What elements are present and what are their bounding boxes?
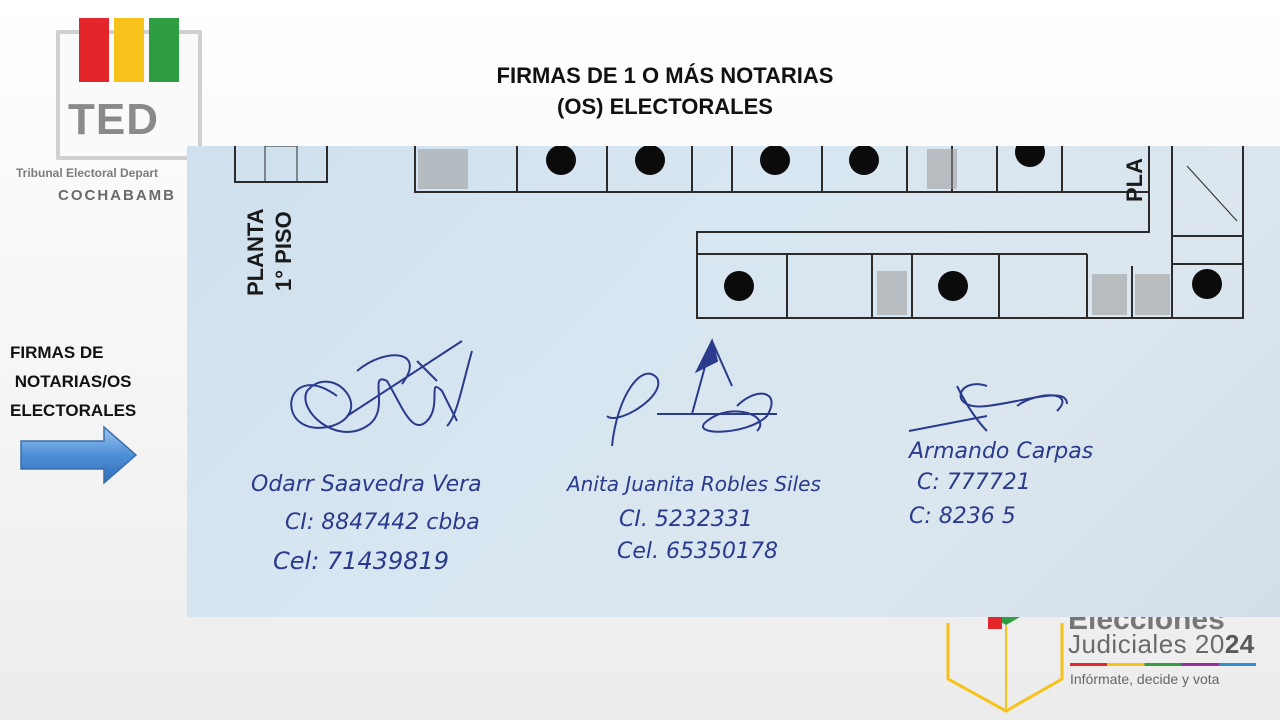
badge-slogan: Infórmate, decide y vota — [1070, 671, 1220, 687]
signature-1-cel: Cel: 71439819 — [273, 547, 449, 575]
slide-title-line2: (OS) ELECTORALES — [557, 94, 773, 119]
slide-title: FIRMAS DE 1 O MÁS NOTARIAS (OS) ELECTORA… — [380, 60, 950, 122]
ballot-box-icon — [946, 617, 1064, 713]
ted-logo: TED Tribunal Electoral Depart COCHABAMB — [12, 14, 212, 214]
floor-label-right: PLA — [1122, 158, 1147, 202]
badge-title-plain: Judiciales 20 — [1068, 629, 1225, 659]
logo-org-name: Tribunal Electoral Depart — [16, 166, 159, 180]
signature-2-cel: Cel. 65350178 — [617, 539, 778, 564]
logo-red-bar — [79, 18, 109, 82]
floor-label-planta: PLANTA — [243, 208, 268, 296]
right-arrow-icon — [20, 425, 138, 485]
signature-3-cel: C: 8236 5 — [909, 504, 1016, 529]
logo-wordmark: TED — [68, 95, 159, 144]
floor-label-piso: 1° PISO — [271, 211, 296, 291]
signature-2-ci: CI. 5232331 — [619, 507, 753, 532]
signature-3-name: Armando Carpas — [907, 439, 1093, 464]
slide-title-line1: FIRMAS DE 1 O MÁS NOTARIAS — [496, 63, 834, 88]
signature-1-name: Odarr Saavedra Vera — [251, 472, 482, 497]
elecciones-badge: Elecciones Judiciales 2024 Infórmate, de… — [940, 617, 1280, 720]
badge-color-stripe — [1070, 663, 1256, 666]
signature-1-ci: CI: 8847442 cbba — [285, 510, 480, 535]
logo-org-city: COCHABAMB — [58, 187, 176, 204]
side-label: FIRMAS DE NOTARIAS/OS ELECTORALES — [10, 343, 137, 420]
signature-1-scribble — [290, 340, 473, 433]
badge-title: Judiciales 2024 — [1068, 629, 1255, 660]
signature-2-name: Anita Juanita Robles Siles — [565, 472, 821, 496]
signatures-photo: PLANTA 1° PISO PLA Odarr Saavedra Vera C… — [187, 146, 1280, 617]
photo-drawing: PLANTA 1° PISO PLA Odarr Saavedra Vera C… — [234, 146, 1244, 575]
signature-3-scribble — [908, 383, 1068, 432]
signature-2-scribble — [606, 338, 777, 447]
badge-top-word: Elecciones — [1068, 603, 1225, 636]
signature-3-ci: C: 777721 — [917, 470, 1031, 495]
logo-green-bar — [149, 18, 179, 82]
logo-yellow-bar — [114, 18, 144, 82]
badge-title-bold: 24 — [1224, 629, 1255, 659]
